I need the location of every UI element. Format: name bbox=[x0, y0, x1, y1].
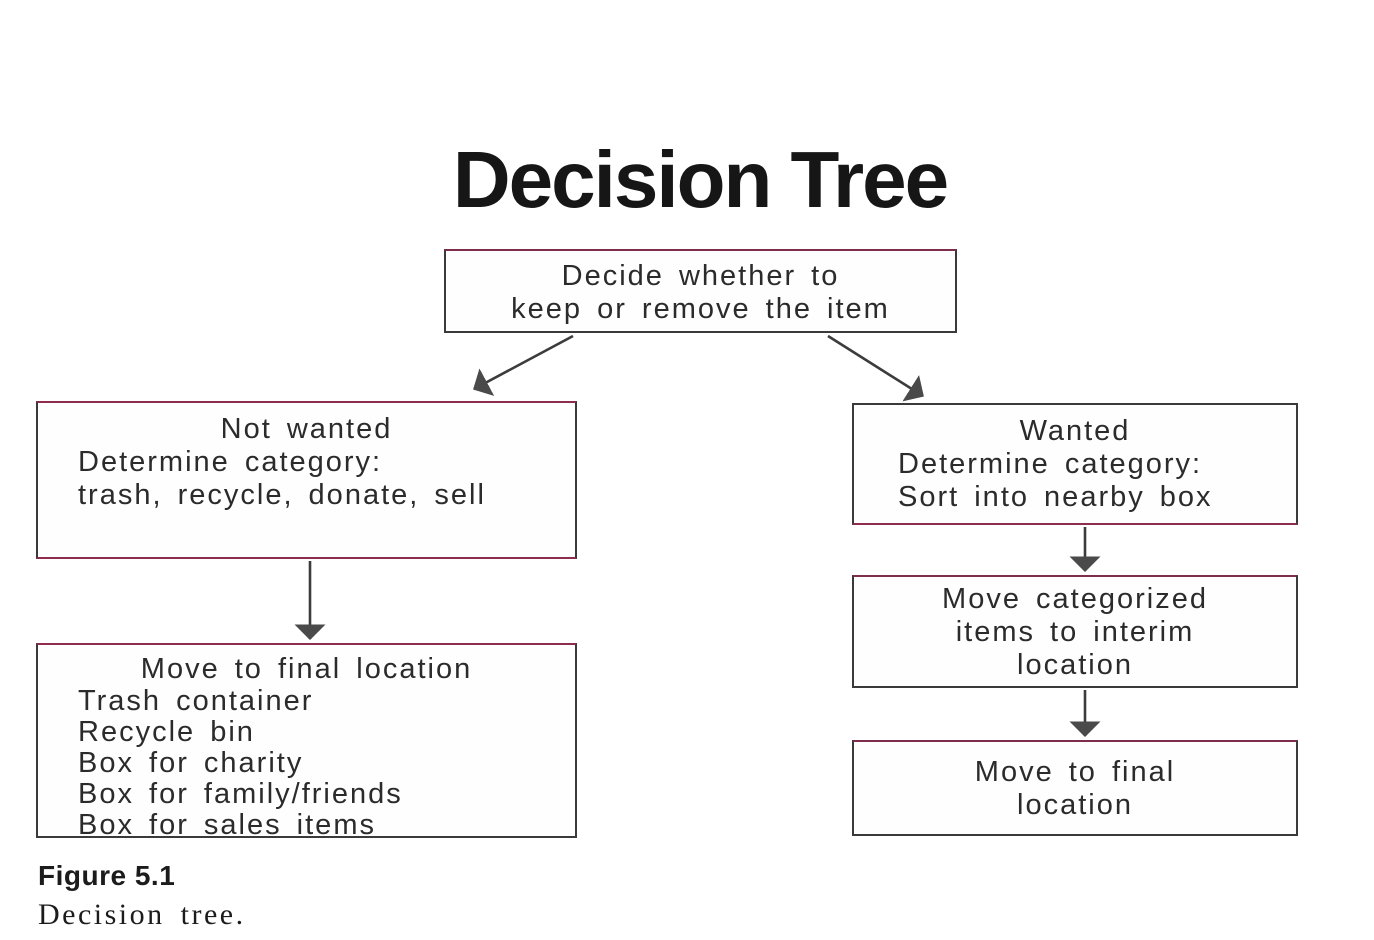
node-move-final-left-body: Trash container Recycle bin Box for char… bbox=[38, 686, 575, 841]
node-interim-line-2: items to interim bbox=[955, 616, 1195, 648]
final-location-item-charity: Box for charity bbox=[78, 747, 304, 779]
node-wanted-body: Determine category: Sort into nearby box bbox=[854, 448, 1296, 514]
node-move-final-left: Move to final location Trash container R… bbox=[36, 643, 577, 841]
node-decide-line-1: Decide whether to bbox=[561, 260, 840, 292]
node-interim-line-3: location bbox=[1017, 649, 1133, 681]
arrow-root-to-wanted bbox=[827, 334, 924, 402]
final-location-item-family: Box for family/friends bbox=[78, 778, 403, 810]
node-wanted-body-line-1: Determine category: bbox=[898, 448, 1203, 480]
page-title: Decision Tree bbox=[452, 135, 949, 224]
figure-caption: Decision tree. bbox=[38, 898, 246, 931]
node-not-wanted-body-line-1: Determine category: bbox=[78, 446, 383, 478]
node-move-final-left-heading: Move to final location bbox=[140, 653, 473, 685]
final-location-item-trash: Trash container bbox=[78, 685, 314, 717]
node-move-final-right-line-1: Move to final bbox=[974, 756, 1176, 788]
node-interim-line-1: Move categorized bbox=[942, 583, 1208, 615]
node-not-wanted-body-line-2: trash, recycle, donate, sell bbox=[78, 479, 486, 511]
node-decide: Decide whether to keep or remove the ite… bbox=[444, 249, 957, 333]
node-wanted-body-line-2: Sort into nearby box bbox=[898, 481, 1213, 513]
figure-label: Figure 5.1 bbox=[38, 860, 176, 891]
node-wanted-heading: Wanted bbox=[1019, 415, 1131, 447]
node-decide-line-2: keep or remove the item bbox=[511, 293, 890, 325]
final-location-item-recycle: Recycle bin bbox=[78, 716, 255, 748]
node-not-wanted: Not wanted Determine category: trash, re… bbox=[36, 401, 577, 559]
node-move-final-right: Move to final location bbox=[852, 740, 1298, 836]
arrow-root-to-not-wanted bbox=[473, 334, 574, 396]
final-location-item-sales: Box for sales items bbox=[78, 809, 376, 841]
node-not-wanted-body: Determine category: trash, recycle, dona… bbox=[38, 446, 575, 512]
node-not-wanted-heading: Not wanted bbox=[220, 413, 393, 445]
node-move-final-right-line-2: location bbox=[1017, 789, 1133, 821]
node-interim-location: Move categorized items to interim locati… bbox=[852, 575, 1298, 688]
node-wanted: Wanted Determine category: Sort into nea… bbox=[852, 403, 1298, 525]
